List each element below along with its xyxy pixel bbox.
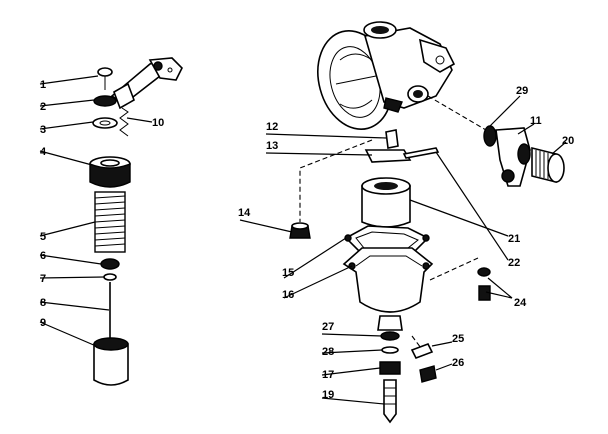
jet-part-19: [383, 379, 397, 424]
lever-part-13: [364, 147, 440, 163]
washer-part-27: [380, 331, 400, 341]
label-7: 7: [40, 273, 46, 285]
label-26: 26: [452, 357, 464, 369]
nut-part-17: [379, 361, 401, 375]
float-bowl-part-16: [342, 247, 434, 331]
label-25: 25: [452, 333, 464, 345]
washer-part-29: [483, 125, 497, 147]
knob-part-20: [531, 146, 565, 184]
label-6: 6: [40, 250, 46, 262]
label-15: 15: [282, 267, 294, 279]
label-29: 29: [516, 85, 528, 97]
label-8: 8: [40, 297, 46, 309]
label-27: 27: [322, 321, 334, 333]
label-20: 20: [562, 135, 574, 147]
label-11: 11: [530, 115, 542, 127]
screw-part-1: [97, 67, 113, 90]
float-part-21: [361, 177, 411, 228]
left-assembly: 1 2 3 4 5 6 7 8 9 10: [39, 57, 183, 386]
label-24: 24: [514, 297, 527, 309]
label-19: 19: [322, 389, 334, 401]
label-4: 4: [40, 146, 47, 158]
label-17: 17: [322, 369, 334, 381]
screw-part-14: [289, 222, 311, 239]
label-5: 5: [40, 231, 46, 243]
label-3: 3: [40, 124, 46, 136]
label-1: 1: [40, 79, 46, 91]
bottom-stack: [379, 331, 401, 424]
washer-part-28: [381, 346, 399, 354]
clip-part-7: [103, 273, 117, 281]
label-12: 12: [266, 121, 278, 133]
jet-part-12: [385, 129, 399, 149]
nut-part-4: [89, 156, 131, 188]
clip-part-6: [100, 258, 120, 270]
throttle-lever: [110, 57, 183, 110]
slide-part-9: [93, 337, 129, 386]
label-9: 9: [40, 317, 46, 329]
screw-part-25: [410, 342, 434, 360]
label-14: 14: [238, 207, 251, 219]
washer-part-2: [93, 95, 117, 107]
label-28: 28: [322, 346, 334, 358]
screw-part-24: [477, 267, 491, 301]
carburetor-body: [317, 21, 456, 130]
right-assembly: [483, 125, 565, 187]
label-21: 21: [508, 233, 520, 245]
label-10: 10: [152, 117, 164, 129]
label-22: 22: [508, 257, 520, 269]
spring-part-10: [119, 107, 129, 137]
spring-part-5: [94, 191, 126, 253]
label-16: 16: [282, 289, 294, 301]
label-13: 13: [266, 140, 278, 152]
screw-part-26: [419, 365, 437, 383]
label-2: 2: [40, 101, 46, 113]
